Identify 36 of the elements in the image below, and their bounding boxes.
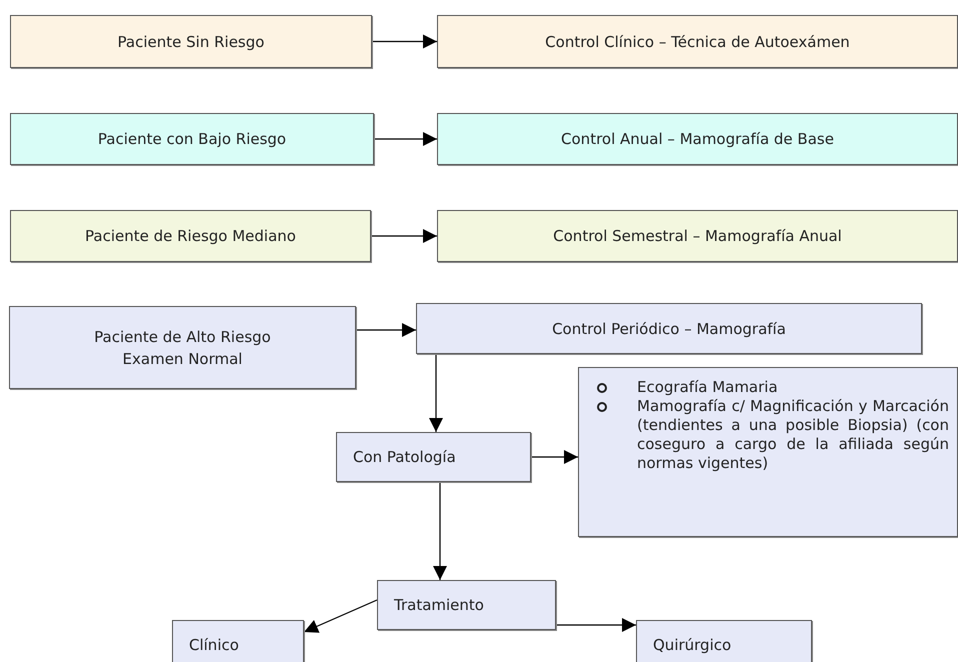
box-text: Control Clínico – Técnica de Autoexámen xyxy=(545,32,850,52)
arrow xyxy=(304,599,378,633)
box-text: Paciente Sin Riesgo xyxy=(118,32,264,52)
arrow xyxy=(556,618,636,632)
arrow xyxy=(371,229,437,243)
arrow xyxy=(356,323,416,337)
box-text: Control Anual – Mamografía de Base xyxy=(561,129,834,150)
box-text: Paciente de Riesgo Mediano xyxy=(85,226,296,247)
box-text: Tratamiento xyxy=(394,595,484,616)
process-box xyxy=(377,580,556,630)
process-box xyxy=(9,306,356,389)
process-box xyxy=(437,113,958,165)
arrow xyxy=(429,354,443,432)
arrow xyxy=(374,132,437,146)
box-text: Paciente con Bajo Riesgo xyxy=(98,129,286,150)
process-box xyxy=(10,15,372,68)
box-text: Control Periódico – Mamografía xyxy=(552,318,786,340)
box-text: Clínico xyxy=(189,635,239,656)
process-box xyxy=(10,113,374,165)
box-text: Paciente de Alto Riesgo Examen Normal xyxy=(93,326,272,370)
bullet-item: Mamografía c/ Magnificación y Marcación (tendientes a una posible Biopsia) (con coseguro a cargo de la afiliada según normas vigentes) xyxy=(637,397,949,473)
process-box xyxy=(437,15,958,68)
process-box xyxy=(10,210,371,262)
process-box xyxy=(172,620,304,662)
process-box xyxy=(437,210,958,262)
process-box xyxy=(336,432,531,482)
process-box xyxy=(578,367,958,537)
box-text: Control Semestral – Mamografía Anual xyxy=(553,226,842,247)
arrow xyxy=(372,34,437,48)
box-text: Con Patología xyxy=(353,447,456,468)
bullet-item: Ecografía Mamaria xyxy=(637,378,779,397)
process-box xyxy=(416,303,922,354)
arrow xyxy=(531,450,578,464)
process-box xyxy=(636,620,812,662)
box-text: Quirúrgico xyxy=(653,635,732,656)
arrow xyxy=(433,482,447,580)
